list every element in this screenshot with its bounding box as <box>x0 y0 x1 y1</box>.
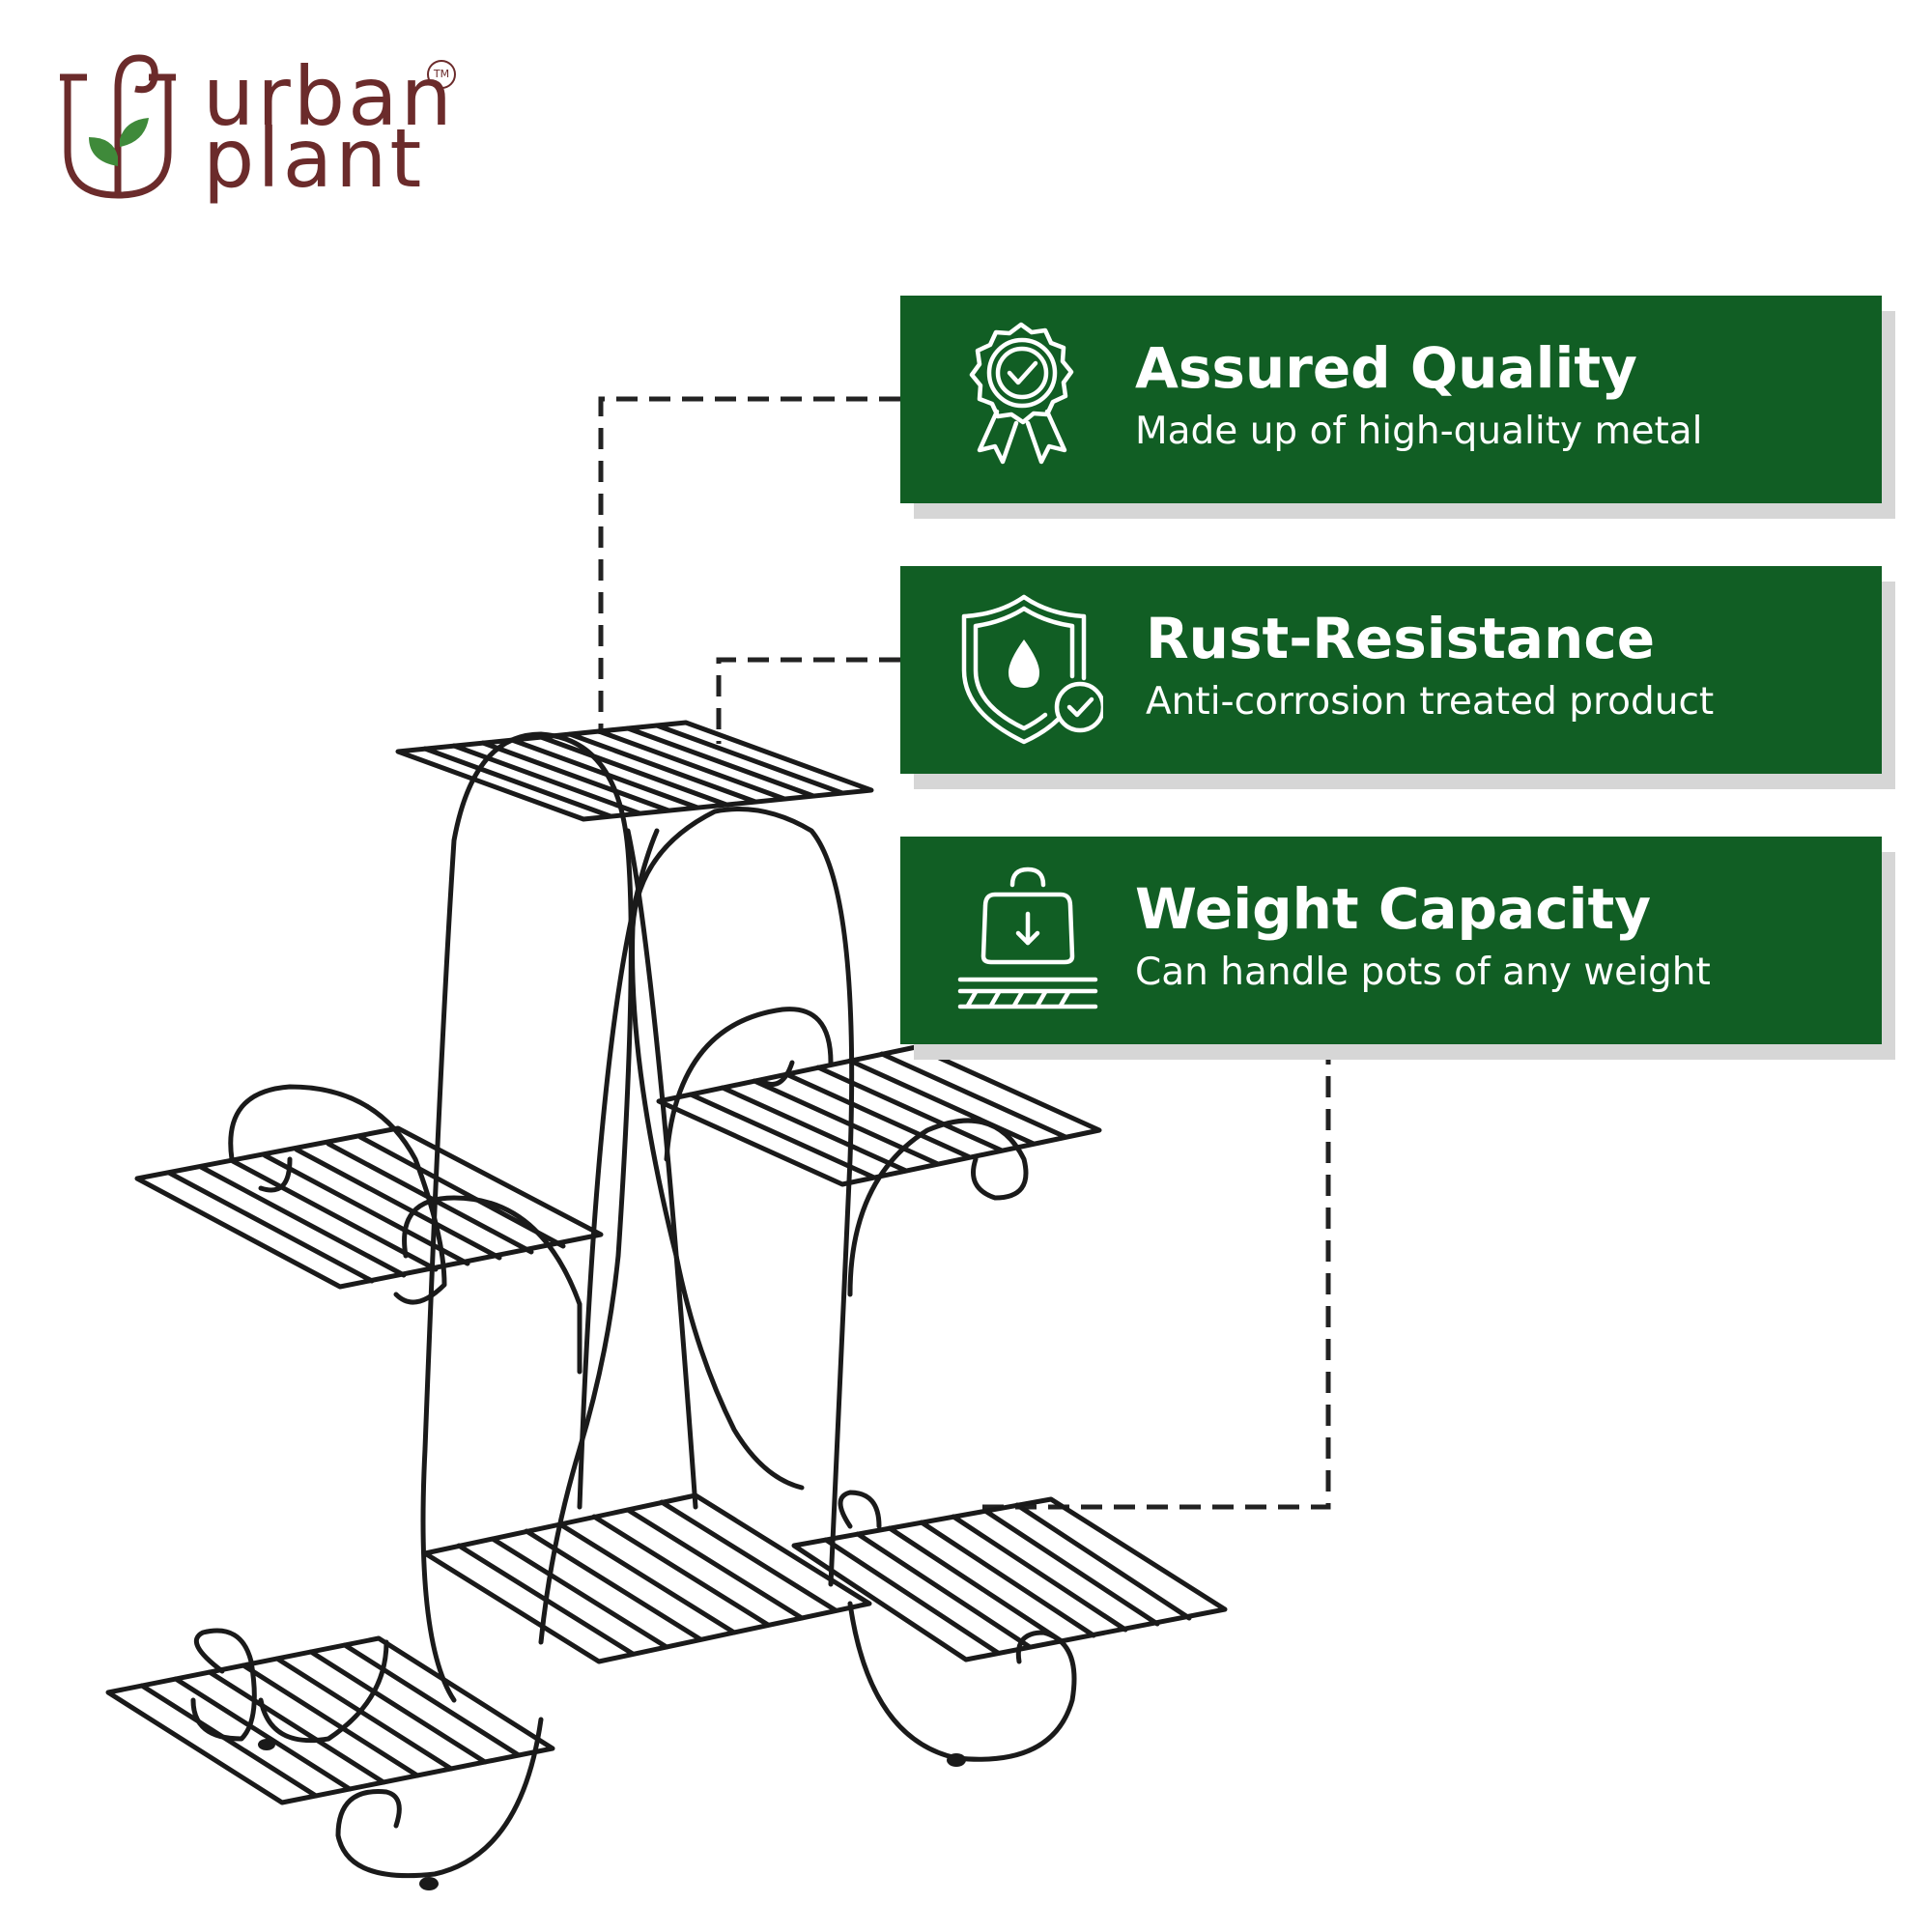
feature-subtitle-rust: Anti-corrosion treated product <box>1146 680 1715 724</box>
connector-rust <box>716 657 900 744</box>
feature-title-weight: Weight Capacity <box>1135 876 1652 942</box>
bottom-left-shelf <box>105 1635 555 1805</box>
feature-card-rust: Rust-Resistance Anti-corrosion treated p… <box>900 566 1882 774</box>
brand-word-plant: plant <box>203 111 425 206</box>
logo-pot-leaf-icon <box>60 54 176 199</box>
middle-left-shelf <box>134 1125 604 1290</box>
brand-word-urban: urban <box>203 49 455 144</box>
shield-water-drop-check-icon <box>961 594 1103 745</box>
bottom-center-shelf <box>422 1492 872 1664</box>
weight-bag-down-arrow-icon <box>957 867 1098 1009</box>
middle-right-shelf <box>656 1044 1102 1187</box>
connector-quality <box>598 396 900 734</box>
brand-logo: urban plant TM <box>60 50 466 214</box>
feature-card-weight: Weight Capacity Can handle pots of any w… <box>900 837 1882 1044</box>
feature-card-quality: Assured Quality Made up of high-quality … <box>900 296 1882 503</box>
award-ribbon-check-icon <box>969 322 1074 465</box>
bottom-right-shelf <box>791 1496 1228 1662</box>
trademark-mark: TM <box>427 60 456 89</box>
top-shelf <box>395 720 874 822</box>
feature-subtitle-weight: Can handle pots of any weight <box>1135 951 1711 994</box>
connector-weight <box>976 1043 1331 1510</box>
feature-subtitle-quality: Made up of high-quality metal <box>1135 410 1703 453</box>
feature-title-rust: Rust-Resistance <box>1146 606 1656 671</box>
feature-title-quality: Assured Quality <box>1135 335 1637 401</box>
